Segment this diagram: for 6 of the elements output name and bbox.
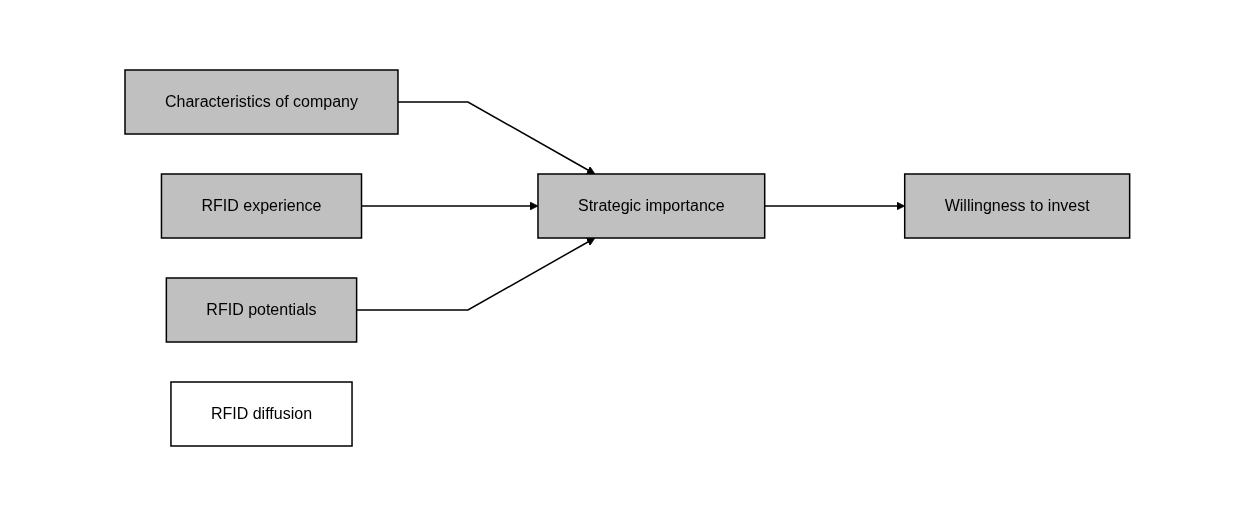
node-box: Characteristics of company	[123, 69, 399, 135]
node-box: Strategic importance	[536, 173, 766, 239]
node-box: Willingness to invest	[903, 173, 1131, 239]
node-box: RFID diffusion	[169, 381, 353, 447]
node-box: RFID experience	[160, 173, 362, 239]
node-box: RFID potentials	[165, 277, 358, 343]
